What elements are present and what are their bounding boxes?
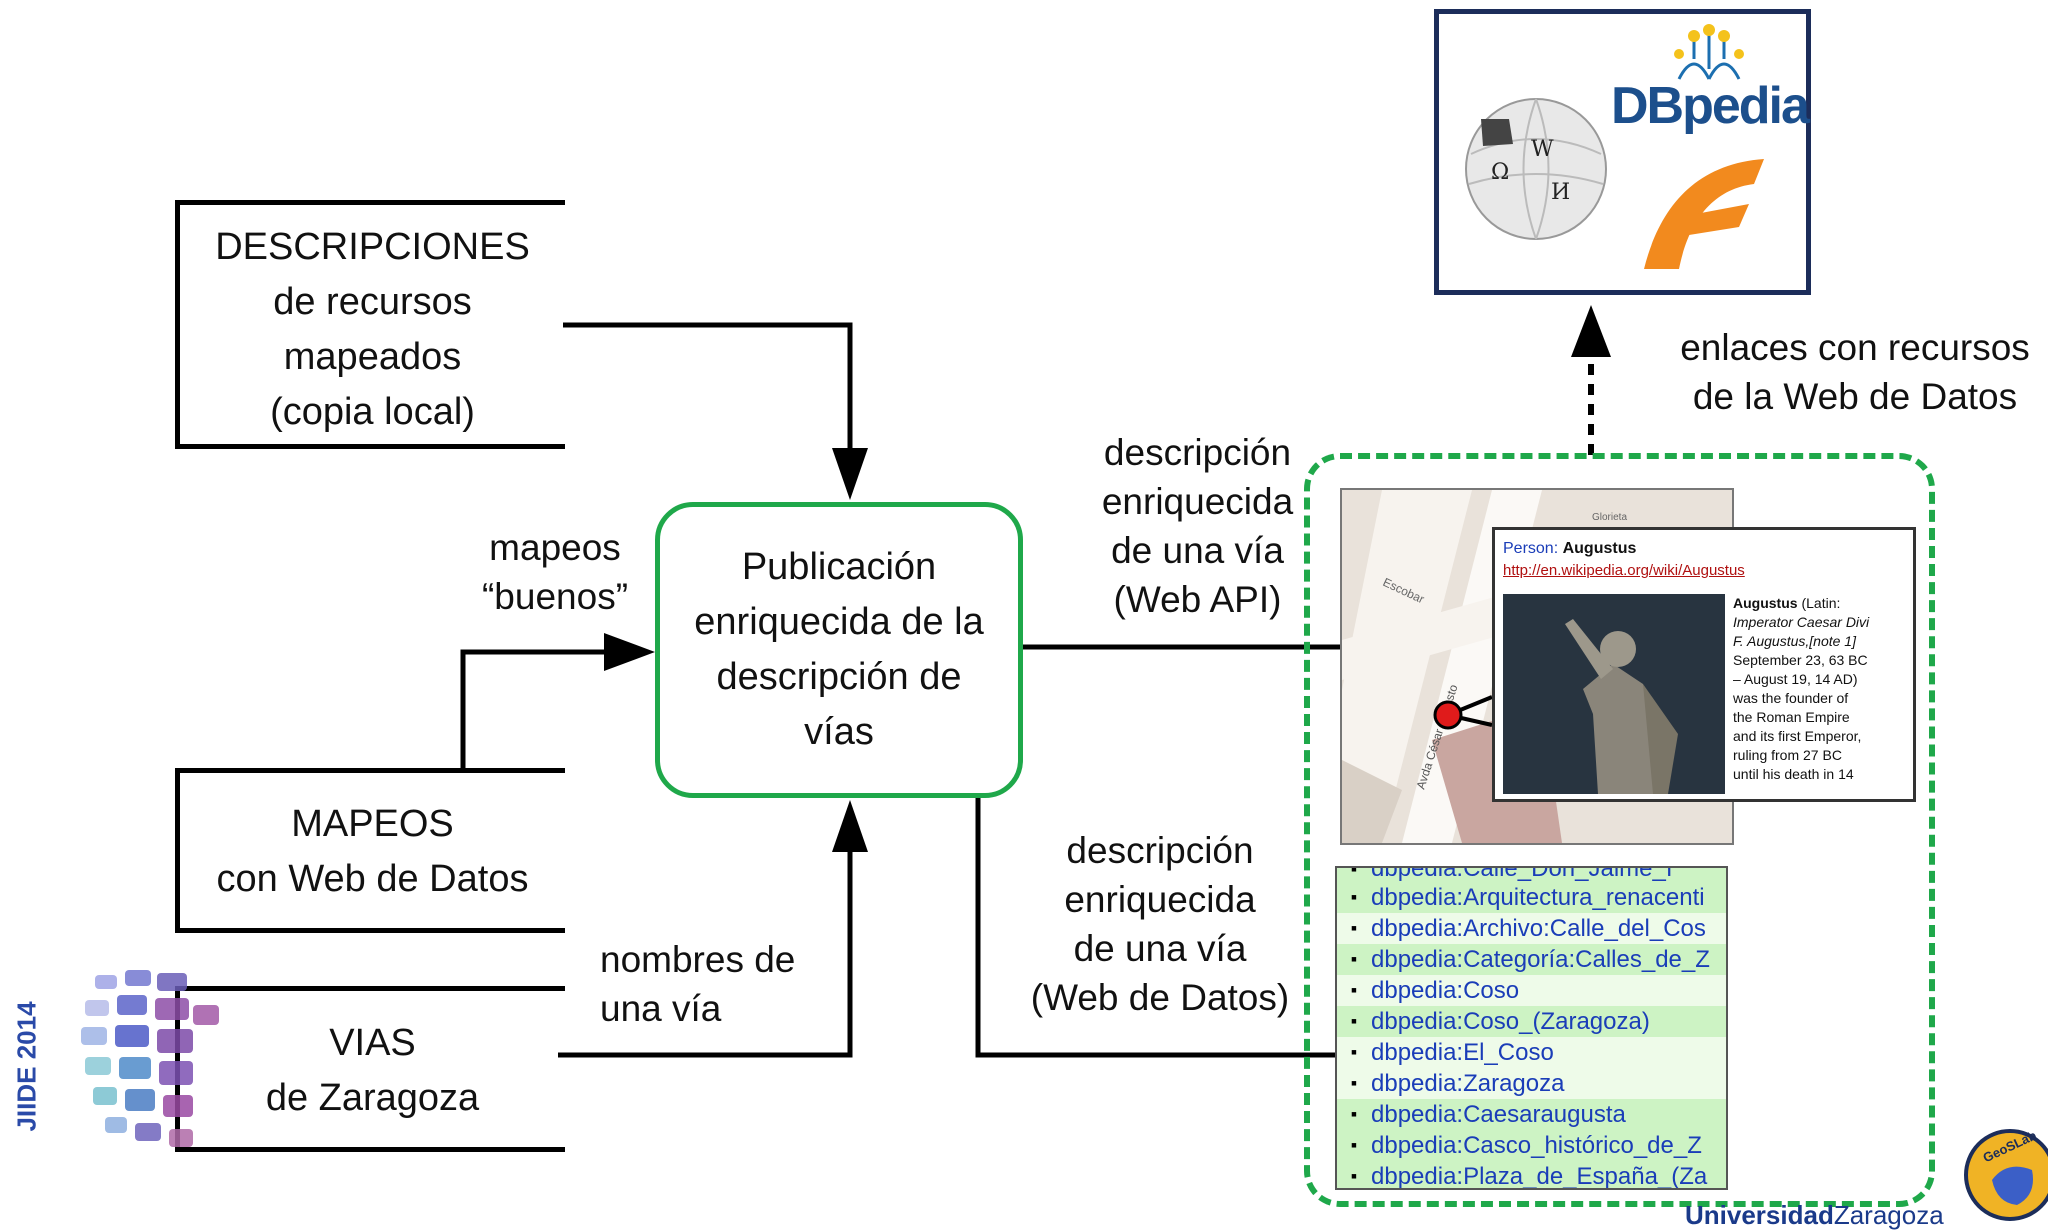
map-marker-pointer [1433, 695, 1493, 730]
popup-bio-line: was the founder of [1733, 690, 1849, 706]
popup-header: Person: Augustus [1503, 540, 1636, 558]
store-vias: VIAS de Zaragoza [175, 986, 565, 1152]
map-street-label-glorieta: Glorieta [1592, 512, 1627, 523]
rdf-item-label[interactable]: dbpedia:Casco_histórico_de_Z [1371, 1131, 1702, 1159]
bullet-icon: ▪ [1350, 1135, 1358, 1155]
bullet-icon: ▪ [1350, 980, 1358, 1000]
university-rest: Zaragoza [1833, 1200, 1944, 1230]
arrowhead-right [604, 633, 655, 671]
geoslab-logo-image: GeoSLab [1964, 1128, 2048, 1221]
rdf-list-item[interactable]: ▪ dbpedia:El_Coso [1337, 1037, 1726, 1068]
popup-bio-line: ruling from 27 BC [1733, 747, 1842, 763]
rdf-item-label[interactable]: dbpedia:Coso_(Zaragoza) [1371, 1007, 1650, 1035]
bullet-icon: ▪ [1350, 1166, 1358, 1186]
label-nombres-via: nombres de una vía [600, 939, 796, 1029]
rdf-item-label[interactable]: dbpedia:Categoría:Calles_de_Z [1371, 945, 1710, 973]
label-desc-web-api: descripción enriquecida de una vía (Web … [1101, 432, 1294, 620]
university-bold: Universidad [1685, 1200, 1834, 1230]
wiki-letter-i: И [1551, 180, 1570, 205]
popup-bio-line: and its first Emperor, [1733, 728, 1862, 744]
rdf-list-item[interactable]: ▪ dbpedia:Zaragoza [1337, 1068, 1726, 1099]
rdf-item-label[interactable]: dbpedia:Coso [1371, 976, 1520, 1004]
rdf-item-label[interactable]: dbpedia:Archivo:Calle_del_Cos [1371, 914, 1706, 942]
university-label: UniversidadZaragoza [1685, 1200, 1944, 1231]
arrow-mapeos-to-process [460, 649, 608, 768]
dbpedia-network-icon [1674, 24, 1744, 80]
rdf-list-item[interactable]: ▪ dbpedia:Archivo:Calle_del_Cos [1337, 913, 1726, 944]
rdf-item-label[interactable]: dbpedia:Plaza_de_España_(Za [1371, 1162, 1708, 1190]
rdf-list: ▪ dbpedia:Calle_Don_Jaime_I ▪ dbpedia:Arqui… [1337, 866, 1726, 1190]
rdf-item-label[interactable]: dbpedia:Caesaraugusta [1371, 1100, 1626, 1128]
wiki-letter-w: W [1531, 137, 1554, 162]
bullet-icon: ▪ [1350, 1073, 1358, 1093]
augustus-popup: Person: Augustus http://en.wikipedia.org… [1492, 527, 1916, 802]
rdf-list-item[interactable]: ▪ dbpedia:Arquitectura_renacenti [1337, 882, 1726, 913]
store-vias-label: VIAS de Zaragoza [265, 1022, 480, 1119]
rdf-item-label[interactable]: dbpedia:Arquitectura_renacenti [1371, 883, 1705, 911]
wiki-letter-omega: Ω [1491, 160, 1509, 185]
dbpedia-logo-text: DBpedia [1611, 77, 1810, 135]
output-dashed-group [1304, 453, 1935, 1207]
bullet-icon: ▪ [1350, 1104, 1358, 1124]
rdf-list-item[interactable]: ▪ dbpedia:Casco_histórico_de_Z [1337, 1130, 1726, 1161]
dbpedia-swoosh-icon [1644, 159, 1764, 269]
popup-url-link[interactable]: http://en.wikipedia.org/wiki/Augustus [1503, 562, 1745, 579]
wikipedia-globe-icon: Ω W И [1465, 98, 1607, 240]
bullet-icon: ▪ [1350, 1042, 1358, 1062]
rdf-list-item[interactable]: ▪ dbpedia:Calle_Don_Jaime_I [1337, 866, 1726, 882]
popup-bio-line: the Roman Empire [1733, 709, 1850, 725]
bullet-icon: ▪ [1350, 887, 1358, 907]
label-mapeos-buenos: mapeos “buenos” [481, 527, 629, 617]
popup-bio-first-line: Augustus (Latin: [1733, 594, 1913, 613]
rdf-list-item[interactable]: ▪ dbpedia:Plaza_de_España_(Za [1337, 1161, 1726, 1190]
store-mapeos-label: MAPEOS con Web de Datos [216, 803, 529, 900]
conference-label: JIIDE 2014 [11, 1001, 42, 1132]
map-marker-icon [1433, 700, 1463, 730]
label-desc-web-datos: descripción enriquecida de una vía (Web … [1030, 830, 1290, 1018]
popup-bio-line: Imperator Caesar Divi [1733, 614, 1870, 630]
process-label: Publicación enriquecida de la descripció… [694, 546, 984, 753]
store-descripciones: DESCRIPCIONES de recursos mapeados (copi… [175, 200, 565, 449]
rdf-list-panel: ▪ dbpedia:Calle_Don_Jaime_I ▪ dbpedia:Arqui… [1335, 866, 1728, 1190]
popup-bio-line: (Latin: [1801, 595, 1841, 611]
arrowhead-external [1571, 305, 1611, 357]
external-resources-box: Ω W И DBpedia [1434, 9, 1811, 295]
popup-bio-title: Augustus [1733, 595, 1798, 611]
rdf-list-item[interactable]: ▪ dbpedia:Caesaraugusta [1337, 1099, 1726, 1130]
popup-bio: Augustus (Latin: Imperator Caesar Divi F… [1733, 594, 1913, 784]
arrowhead-down [832, 448, 868, 500]
store-descripciones-label: DESCRIPCIONES de recursos mapeados (copi… [215, 226, 530, 433]
rdf-list-item[interactable]: ▪ dbpedia:Coso [1337, 975, 1726, 1006]
bullet-icon: ▪ [1350, 949, 1358, 969]
arrow-vias-to-process [558, 848, 853, 1058]
popup-bio-line: until his death in 14 [1733, 766, 1854, 782]
label-enlaces: enlaces con recursos de la Web de Datos [1680, 327, 2030, 417]
bullet-icon: ▪ [1350, 1011, 1358, 1031]
rdf-item-label[interactable]: dbpedia:Zaragoza [1371, 1069, 1565, 1097]
popup-bio-line: – August 19, 14 AD) [1733, 671, 1858, 687]
rdf-list-item[interactable]: ▪ dbpedia:Coso_(Zaragoza) [1337, 1006, 1726, 1037]
popup-bio-line: September 23, 63 BC [1733, 652, 1868, 668]
process-publicacion: Publicación enriquecida de la descripció… [655, 502, 1023, 798]
rdf-list-item[interactable]: ▪ dbpedia:Categoría:Calles_de_Z [1337, 944, 1726, 975]
popup-type-label: Person: [1503, 540, 1559, 557]
popup-bio-line: F. Augustus,[note 1] [1733, 633, 1856, 649]
arrow-process-to-rdf [975, 798, 1378, 1058]
augustus-statue-image [1503, 594, 1725, 794]
bullet-icon: ▪ [1350, 866, 1358, 879]
arrowhead-up [832, 800, 868, 852]
bullet-icon: ▪ [1350, 918, 1358, 938]
rdf-item-label[interactable]: dbpedia:Calle_Don_Jaime_I [1371, 866, 1673, 882]
arrow-descripciones-to-process [563, 322, 853, 452]
jiide-logo-image [81, 970, 219, 1147]
rdf-item-label[interactable]: dbpedia:El_Coso [1371, 1038, 1554, 1066]
store-mapeos: MAPEOS con Web de Datos [175, 768, 565, 933]
popup-name: Augustus [1562, 540, 1637, 557]
